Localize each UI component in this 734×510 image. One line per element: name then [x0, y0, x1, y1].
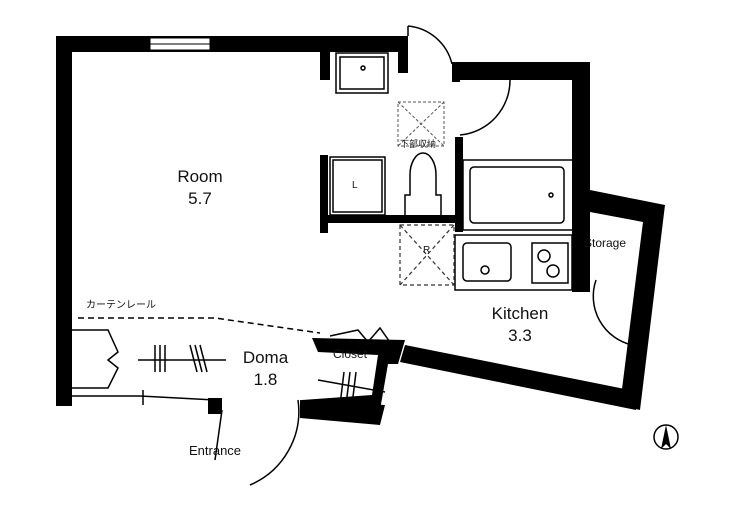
- closet-label: Closet: [333, 347, 368, 361]
- doma-label: Doma 1.8: [228, 347, 303, 391]
- curtain-rail-label: カーテンレール: [86, 300, 156, 311]
- doma-size: 1.8: [253, 370, 278, 389]
- room-size: 5.7: [188, 189, 212, 208]
- underfloor-storage-label: 下部収納: [400, 139, 437, 149]
- doors: [214, 25, 633, 486]
- room-name: Room: [177, 167, 223, 186]
- refrigerator-label: R: [423, 245, 431, 256]
- shoe-box: [72, 326, 393, 406]
- walls: [56, 36, 665, 425]
- fridge-space: [399, 224, 455, 286]
- doma-name: Doma: [242, 348, 289, 367]
- curtain-rail: [78, 317, 321, 334]
- laundry-label: L: [352, 180, 358, 191]
- entrance-label: Entrance: [189, 443, 242, 458]
- storage-label: Storage: [584, 236, 627, 250]
- room-label: Room 5.7: [160, 166, 240, 210]
- kitchen-size: 3.3: [508, 326, 532, 345]
- north-arrow-icon: [653, 424, 679, 450]
- fixtures: [329, 52, 574, 291]
- kitchen-name: Kitchen: [491, 304, 549, 323]
- kitchen-label: Kitchen 3.3: [475, 303, 565, 347]
- dashed-marks: [397, 101, 445, 147]
